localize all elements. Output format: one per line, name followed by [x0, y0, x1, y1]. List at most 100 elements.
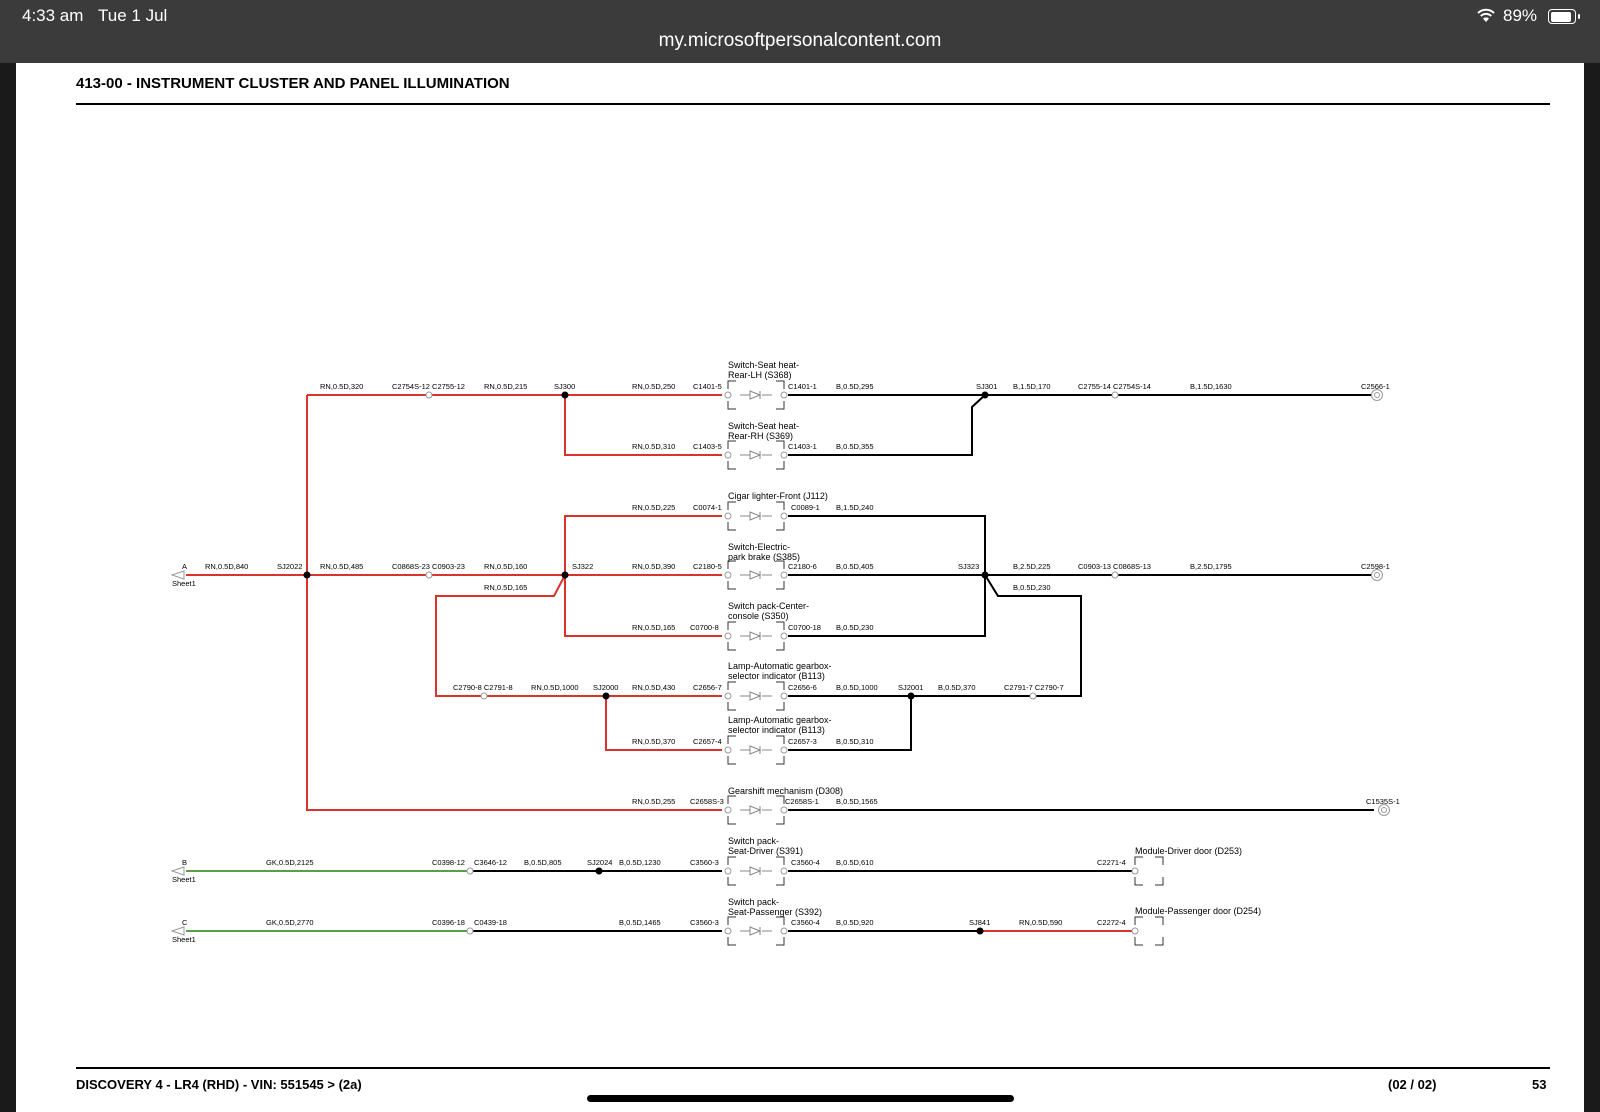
wire-rn-main-vertical: [306, 395, 722, 811]
component-symbol: [727, 501, 785, 531]
wire-label: B,1.5D,1630: [1190, 382, 1232, 391]
wire-label: Sheet1: [172, 935, 196, 944]
splice-node: [595, 867, 603, 875]
wire-label: RN,0.5D,255: [632, 797, 675, 806]
wire-label: B,0.5D,230: [1013, 583, 1051, 592]
wire-label: RN,0.5D,840: [205, 562, 248, 571]
connector-pin: [466, 867, 474, 875]
splice-node: [976, 927, 984, 935]
wire-b-230: [788, 574, 1082, 697]
wire-label: Sheet1: [172, 875, 196, 884]
wire-label: SJ301: [976, 382, 997, 391]
wire-label: C2658S-3: [690, 797, 724, 806]
wire-label: B: [182, 858, 187, 867]
wire-label: C2566-1: [1361, 382, 1390, 391]
wire-rn-225: [564, 515, 722, 575]
wire-label: C2272-4: [1097, 918, 1126, 927]
address-url[interactable]: my.microsoftpersonalcontent.com: [658, 30, 942, 51]
connector-pin: [1131, 867, 1139, 875]
home-indicator[interactable]: [587, 1095, 1014, 1102]
connector-pin: [425, 571, 433, 579]
wire-label: B,0.5D,355: [836, 442, 874, 451]
wire-label: RN,0.5D,485: [320, 562, 363, 571]
wire-label: C0868S-23 C0903-23: [392, 562, 465, 571]
wire-label: C2598-1: [1361, 562, 1390, 571]
wire-label: RN,0.5D,160: [484, 562, 527, 571]
connector-pin: [780, 692, 788, 700]
component-name: Switch pack-: [728, 836, 779, 846]
component-symbol: [727, 681, 785, 711]
connector-pin: [466, 927, 474, 935]
component-name: Cigar lighter-Front (J112): [728, 491, 828, 501]
component-symbol: [727, 440, 785, 470]
splice-node: [981, 571, 989, 579]
component-name: Seat-Driver (S391): [728, 846, 803, 856]
wire-label: C2180-5: [693, 562, 722, 571]
wire-label: C1401-5: [693, 382, 722, 391]
component-symbol: [727, 560, 785, 590]
wire-label: C2790-8 C2791-8: [453, 683, 513, 692]
wire-label: C2657-4: [693, 737, 722, 746]
wire-label: B,0.5D,805: [524, 858, 562, 867]
wire-label: RN,0.5D,320: [320, 382, 363, 391]
splice-node: [981, 391, 989, 399]
component-symbol: [727, 735, 785, 765]
component-name: Gearshift mechanism (D308): [728, 786, 843, 796]
component-name: Switch-Seat heat-: [728, 360, 799, 370]
module-symbol: [1134, 916, 1164, 946]
wire-label: Sheet1: [172, 579, 196, 588]
component-name: Module-Driver door (D253): [1135, 846, 1242, 856]
wire-label: C2656-6: [788, 683, 817, 692]
wire-rn-165b: [564, 575, 722, 637]
wire-label: B,0.5D,610: [836, 858, 874, 867]
wire-rn-310: [564, 395, 722, 456]
component-symbol: [727, 916, 785, 946]
wire-label: C3560-4: [791, 858, 820, 867]
wire-label: SJ2001: [898, 683, 923, 692]
component-name: Seat-Passenger (S392): [728, 907, 822, 917]
connector-pin: [724, 451, 732, 459]
connector-pin: [1029, 692, 1037, 700]
wire-label: B,0.5D,1000: [836, 683, 878, 692]
wire-label: B,0.5D,230: [836, 623, 874, 632]
wire-label: C2656-7: [693, 683, 722, 692]
splice-node: [907, 692, 915, 700]
sheet-arrow: [170, 866, 185, 876]
document-page: [16, 63, 1584, 1112]
page-title: 413-00 - INSTRUMENT CLUSTER AND PANEL IL…: [76, 75, 510, 92]
connector-pin: [780, 746, 788, 754]
wire-label: C0439-18: [474, 918, 507, 927]
connector-pin: [780, 632, 788, 640]
wire-label: B,0.5D,405: [836, 562, 874, 571]
component-name: Lamp-Automatic gearbox-: [728, 661, 832, 671]
connector-pin: [425, 391, 433, 399]
wire-label: B,1.5D,240: [836, 503, 874, 512]
connector-pin: [724, 867, 732, 875]
wire-label: RN,0.5D,165: [632, 623, 675, 632]
component-symbol: [727, 621, 785, 651]
wire-label: RN,0.5D,430: [632, 683, 675, 692]
connector-pin: [780, 512, 788, 520]
wire-label: B,0.5D,370: [938, 683, 976, 692]
wire-label: B,0.5D,1230: [619, 858, 661, 867]
wire-b-310: [788, 696, 912, 751]
wire-label: B,0.5D,310: [836, 737, 874, 746]
wire-label: C2658S-1: [785, 797, 819, 806]
connector-pin: [780, 867, 788, 875]
component-name: Module-Passenger door (D254): [1135, 906, 1261, 916]
connector-pin: [724, 806, 732, 814]
wire-b-355: [788, 394, 986, 456]
wire-label: C0396-18: [432, 918, 465, 927]
wire-label: RN,0.5D,1000: [531, 683, 579, 692]
connector-pin: [724, 512, 732, 520]
wire-label: RN,0.5D,310: [632, 442, 675, 451]
sheet-arrow: [170, 570, 185, 580]
wire-label: C1403-5: [693, 442, 722, 451]
wire-label: C1535S-1: [1366, 797, 1400, 806]
wire-label: RN,0.5D,390: [632, 562, 675, 571]
status-bar: 4:33 am Tue 1 Jul my.microsoftpersonalco…: [0, 0, 1600, 63]
connector-pin: [724, 746, 732, 754]
wire-label: C0700-8: [690, 623, 719, 632]
wire-label: SJ2000: [593, 683, 618, 692]
wire-label: B,2.5D,1795: [1190, 562, 1232, 571]
